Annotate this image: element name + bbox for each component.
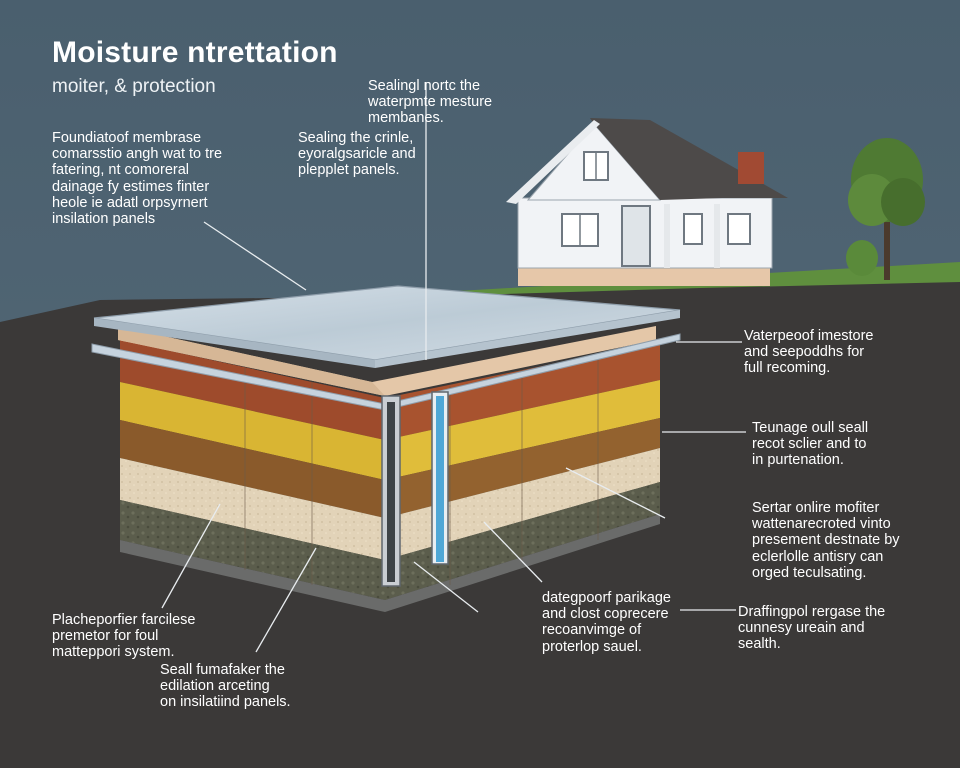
insulation-board <box>118 326 656 396</box>
callout-foundation-membrane: Foundiatoof membrase comarsstio angh wat… <box>52 130 223 228</box>
callout-draffingpol: Draffingpol rergase the cunnesy ureain a… <box>738 604 886 653</box>
house <box>506 118 788 286</box>
callout-seall-bottom: Seall fumafaker the edilation arceting o… <box>160 662 291 711</box>
page-title: Moisture ntrettation <box>52 36 338 69</box>
tree <box>846 138 925 280</box>
membrane-top <box>93 285 681 368</box>
callout-sealtar-right: Sertar onlire mofiter wattenarecroted vi… <box>752 500 900 581</box>
page-subtitle: moiter, & protection <box>52 76 216 97</box>
callout-drainage-right: Teunage oull seall recot sclier and to i… <box>752 420 869 469</box>
callout-sealing-mid: Sealing the crinle, eyoralgsaricle and p… <box>298 130 416 179</box>
drainage-pipes <box>381 391 449 587</box>
callout-dategpoorf: dategpoorf parikage and clost coprecere … <box>542 590 671 655</box>
callout-placheporfer: Placheporfier farcilese premetor for fou… <box>52 612 196 661</box>
callout-sealing-top: Sealingl nortc the waterpmte mesture mem… <box>368 78 493 127</box>
callout-waterproof-right: Vaterpeoof imestore and seepoddhs for fu… <box>744 328 874 377</box>
leader-lines <box>161 82 746 653</box>
layer-seams <box>244 354 599 585</box>
